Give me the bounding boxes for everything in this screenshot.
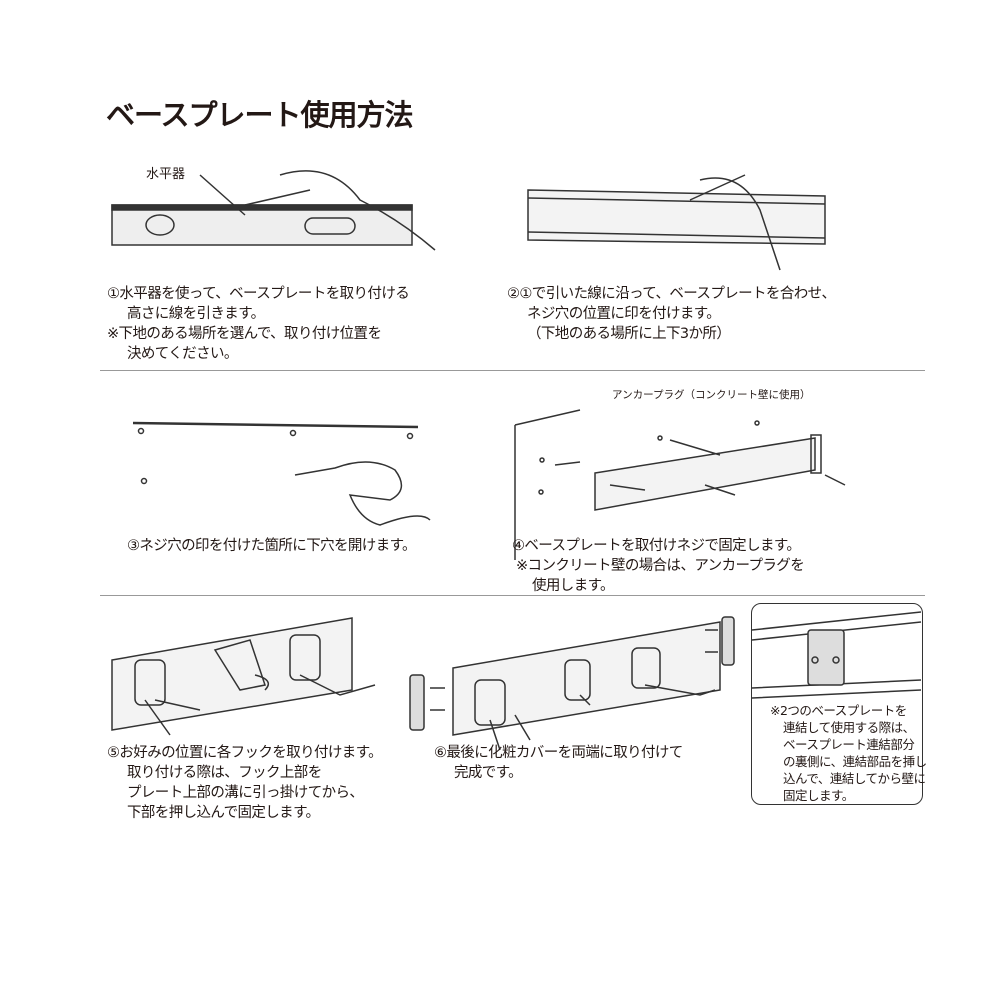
- step-line: ※コンクリート壁の場合は、アンカープラグを: [516, 558, 805, 574]
- cover-attach-illustration: [409, 616, 735, 751]
- step-line: 使用します。: [532, 578, 615, 594]
- step-3-text: ③ネジ穴の印を付けた箇所に下穴を開けます。: [127, 536, 417, 556]
- step-line: ⑤お好みの位置に各フックを取り付けます。: [107, 745, 383, 761]
- connection-note-text: ※2つのベースプレートを 連結して使用する際は、 ベースプレート連結部分 の裏側…: [770, 702, 927, 804]
- divider: [100, 595, 925, 596]
- page-title: ベースプレート使用方法: [106, 98, 414, 132]
- note-line: 込んで、連結してから壁に: [783, 771, 926, 786]
- divider: [100, 370, 925, 371]
- note-line: 固定します。: [783, 788, 854, 803]
- note-line: ベースプレート連結部分: [783, 737, 915, 752]
- step-line: ③ネジ穴の印を付けた箇所に下穴を開けます。: [127, 538, 417, 554]
- connector-illustration: [751, 611, 922, 699]
- step-line: 決めてください。: [127, 346, 238, 362]
- note-line: ※2つのベースプレートを: [770, 703, 907, 718]
- step-5-text: ⑤お好みの位置に各フックを取り付けます。 取り付ける際は、フック上部を プレート…: [107, 743, 383, 823]
- step-line: プレート上部の溝に引っ掛けてから、: [127, 785, 364, 801]
- level-label: 水平器: [146, 167, 186, 182]
- step-line: 取り付ける際は、フック上部を: [127, 765, 322, 781]
- level-illustration: [111, 170, 436, 251]
- screw-fixing-illustration: [514, 409, 846, 560]
- step-2-text: ②①で引いた線に沿って、ベースプレートを合わせ、 ネジ穴の位置に印を付けます。 …: [507, 284, 836, 344]
- anchor-plug-label: アンカープラグ（コンクリート壁に使用）: [612, 389, 811, 401]
- step-line: ①水平器を使って、ベースプレートを取り付ける: [107, 286, 410, 302]
- step-line: 完成です。: [454, 765, 523, 781]
- baseplate-marking-illustration: [527, 174, 826, 271]
- note-line: 連結して使用する際は、: [783, 720, 915, 735]
- hook-attach-illustration: [111, 617, 376, 736]
- step-line: ②①で引いた線に沿って、ベースプレートを合わせ、: [507, 286, 836, 302]
- step-line: 下部を押し込んで固定します。: [127, 805, 320, 821]
- step-4-text: ④ベースプレートを取付けネジで固定します。 ※コンクリート壁の場合は、アンカープ…: [512, 536, 805, 596]
- step-line: 高さに線を引きます。: [127, 306, 265, 322]
- step-line: （下地のある場所に上下3か所）: [527, 326, 731, 342]
- step-6-text: ⑥最後に化粧カバーを両端に取り付けて 完成です。: [434, 743, 683, 783]
- step-line: ⑥最後に化粧カバーを両端に取り付けて: [434, 745, 683, 761]
- step-1-text: ①水平器を使って、ベースプレートを取り付ける 高さに線を引きます。 ※下地のある…: [107, 284, 410, 364]
- drill-illustration: [132, 421, 431, 526]
- step-line: ④ベースプレートを取付けネジで固定します。: [512, 538, 801, 554]
- connection-note-box: [751, 603, 923, 805]
- step-line: ※下地のある場所を選んで、取り付け位置を: [107, 326, 382, 342]
- step-line: ネジ穴の位置に印を付けます。: [527, 306, 721, 322]
- note-line: の裏側に、連結部品を挿し: [783, 754, 927, 769]
